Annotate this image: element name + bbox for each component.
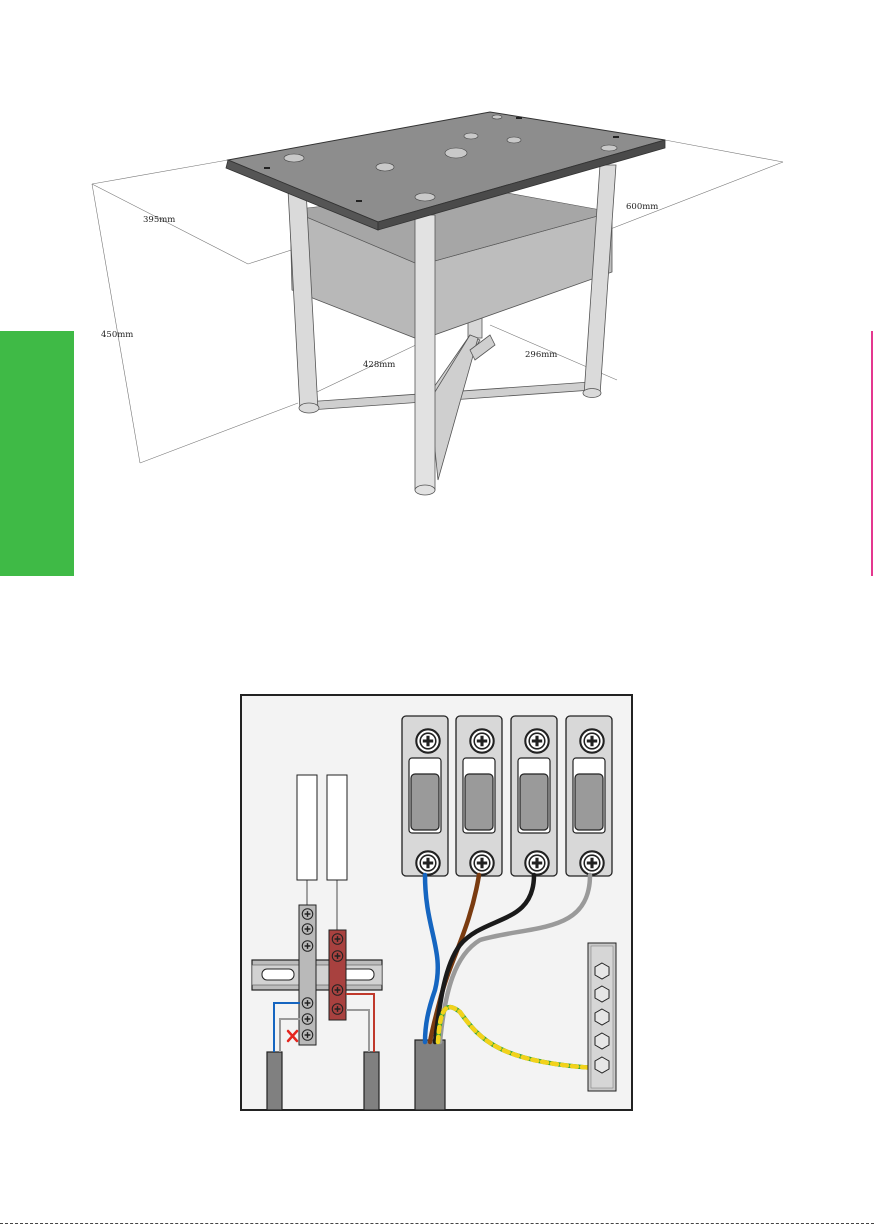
wire-brown	[430, 875, 479, 1042]
dim-depth-base: 296mm	[525, 350, 557, 360]
connectors	[402, 716, 612, 876]
wire-black	[435, 875, 534, 1042]
disconnected-mark	[288, 1031, 297, 1041]
connector-2	[456, 716, 502, 876]
wire-earth	[438, 1007, 595, 1068]
din-rail	[252, 960, 382, 990]
connector-1	[402, 716, 448, 876]
earth-bar	[588, 943, 616, 1091]
enclosure-panel	[241, 695, 632, 1110]
page-bottom-rule	[0, 1223, 874, 1224]
dim-depth-top: 395mm	[143, 215, 175, 225]
terminal-red	[329, 930, 346, 1020]
connector-4	[566, 716, 612, 876]
wires	[425, 875, 595, 1068]
dim-width-base: 428mm	[363, 360, 395, 370]
terminal-grey	[299, 905, 316, 1045]
wire-blue	[425, 875, 438, 1042]
table-drawing: 395mm 600mm 450mm 428mm 296mm	[0, 0, 874, 600]
terminal-wires	[274, 994, 374, 1052]
cable-entries	[267, 1040, 445, 1110]
dim-height: 450mm	[101, 330, 133, 340]
wire-grey	[440, 875, 590, 1042]
dim-width-top: 600mm	[626, 202, 658, 212]
connector-3	[511, 716, 557, 876]
white-modules	[297, 775, 347, 880]
leg-front	[415, 215, 435, 495]
